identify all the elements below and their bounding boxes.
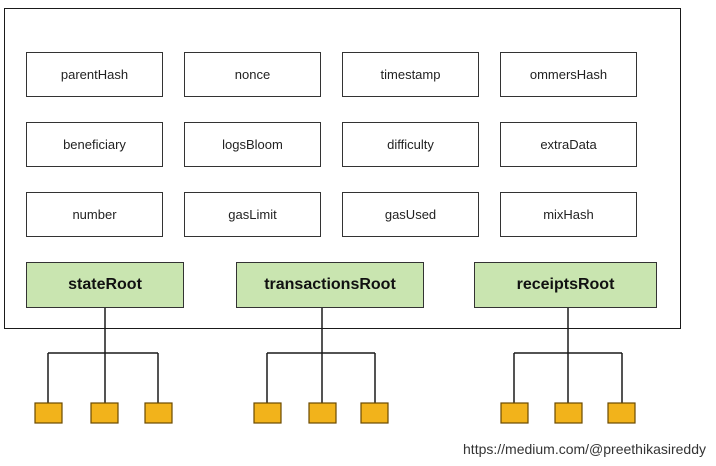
state-leaf-node	[144, 402, 173, 424]
field-timestamp: timestamp	[342, 52, 479, 97]
field-mixhash: mixHash	[500, 192, 637, 237]
tx-leaf-node	[253, 402, 282, 424]
receipts-leaf-node	[500, 402, 529, 424]
root-transactionsroot: transactionsRoot	[236, 262, 424, 308]
field-extradata: extraData	[500, 122, 637, 167]
field-number: number	[26, 192, 163, 237]
field-logsbloom: logsBloom	[184, 122, 321, 167]
field-ommershash: ommersHash	[500, 52, 637, 97]
receipts-leaf-node	[607, 402, 636, 424]
state-leaf-node	[34, 402, 63, 424]
field-gasused: gasUsed	[342, 192, 479, 237]
field-parenthash: parentHash	[26, 52, 163, 97]
tx-leaf-node	[308, 402, 337, 424]
field-difficulty: difficulty	[342, 122, 479, 167]
receipts-leaf-node	[554, 402, 583, 424]
field-gaslimit: gasLimit	[184, 192, 321, 237]
source-credit: https://medium.com/@preethikasireddy	[463, 441, 706, 457]
field-beneficiary: beneficiary	[26, 122, 163, 167]
root-receiptsroot: receiptsRoot	[474, 262, 657, 308]
tx-leaf-node	[360, 402, 389, 424]
state-leaf-node	[90, 402, 119, 424]
field-nonce: nonce	[184, 52, 321, 97]
root-stateroot: stateRoot	[26, 262, 184, 308]
